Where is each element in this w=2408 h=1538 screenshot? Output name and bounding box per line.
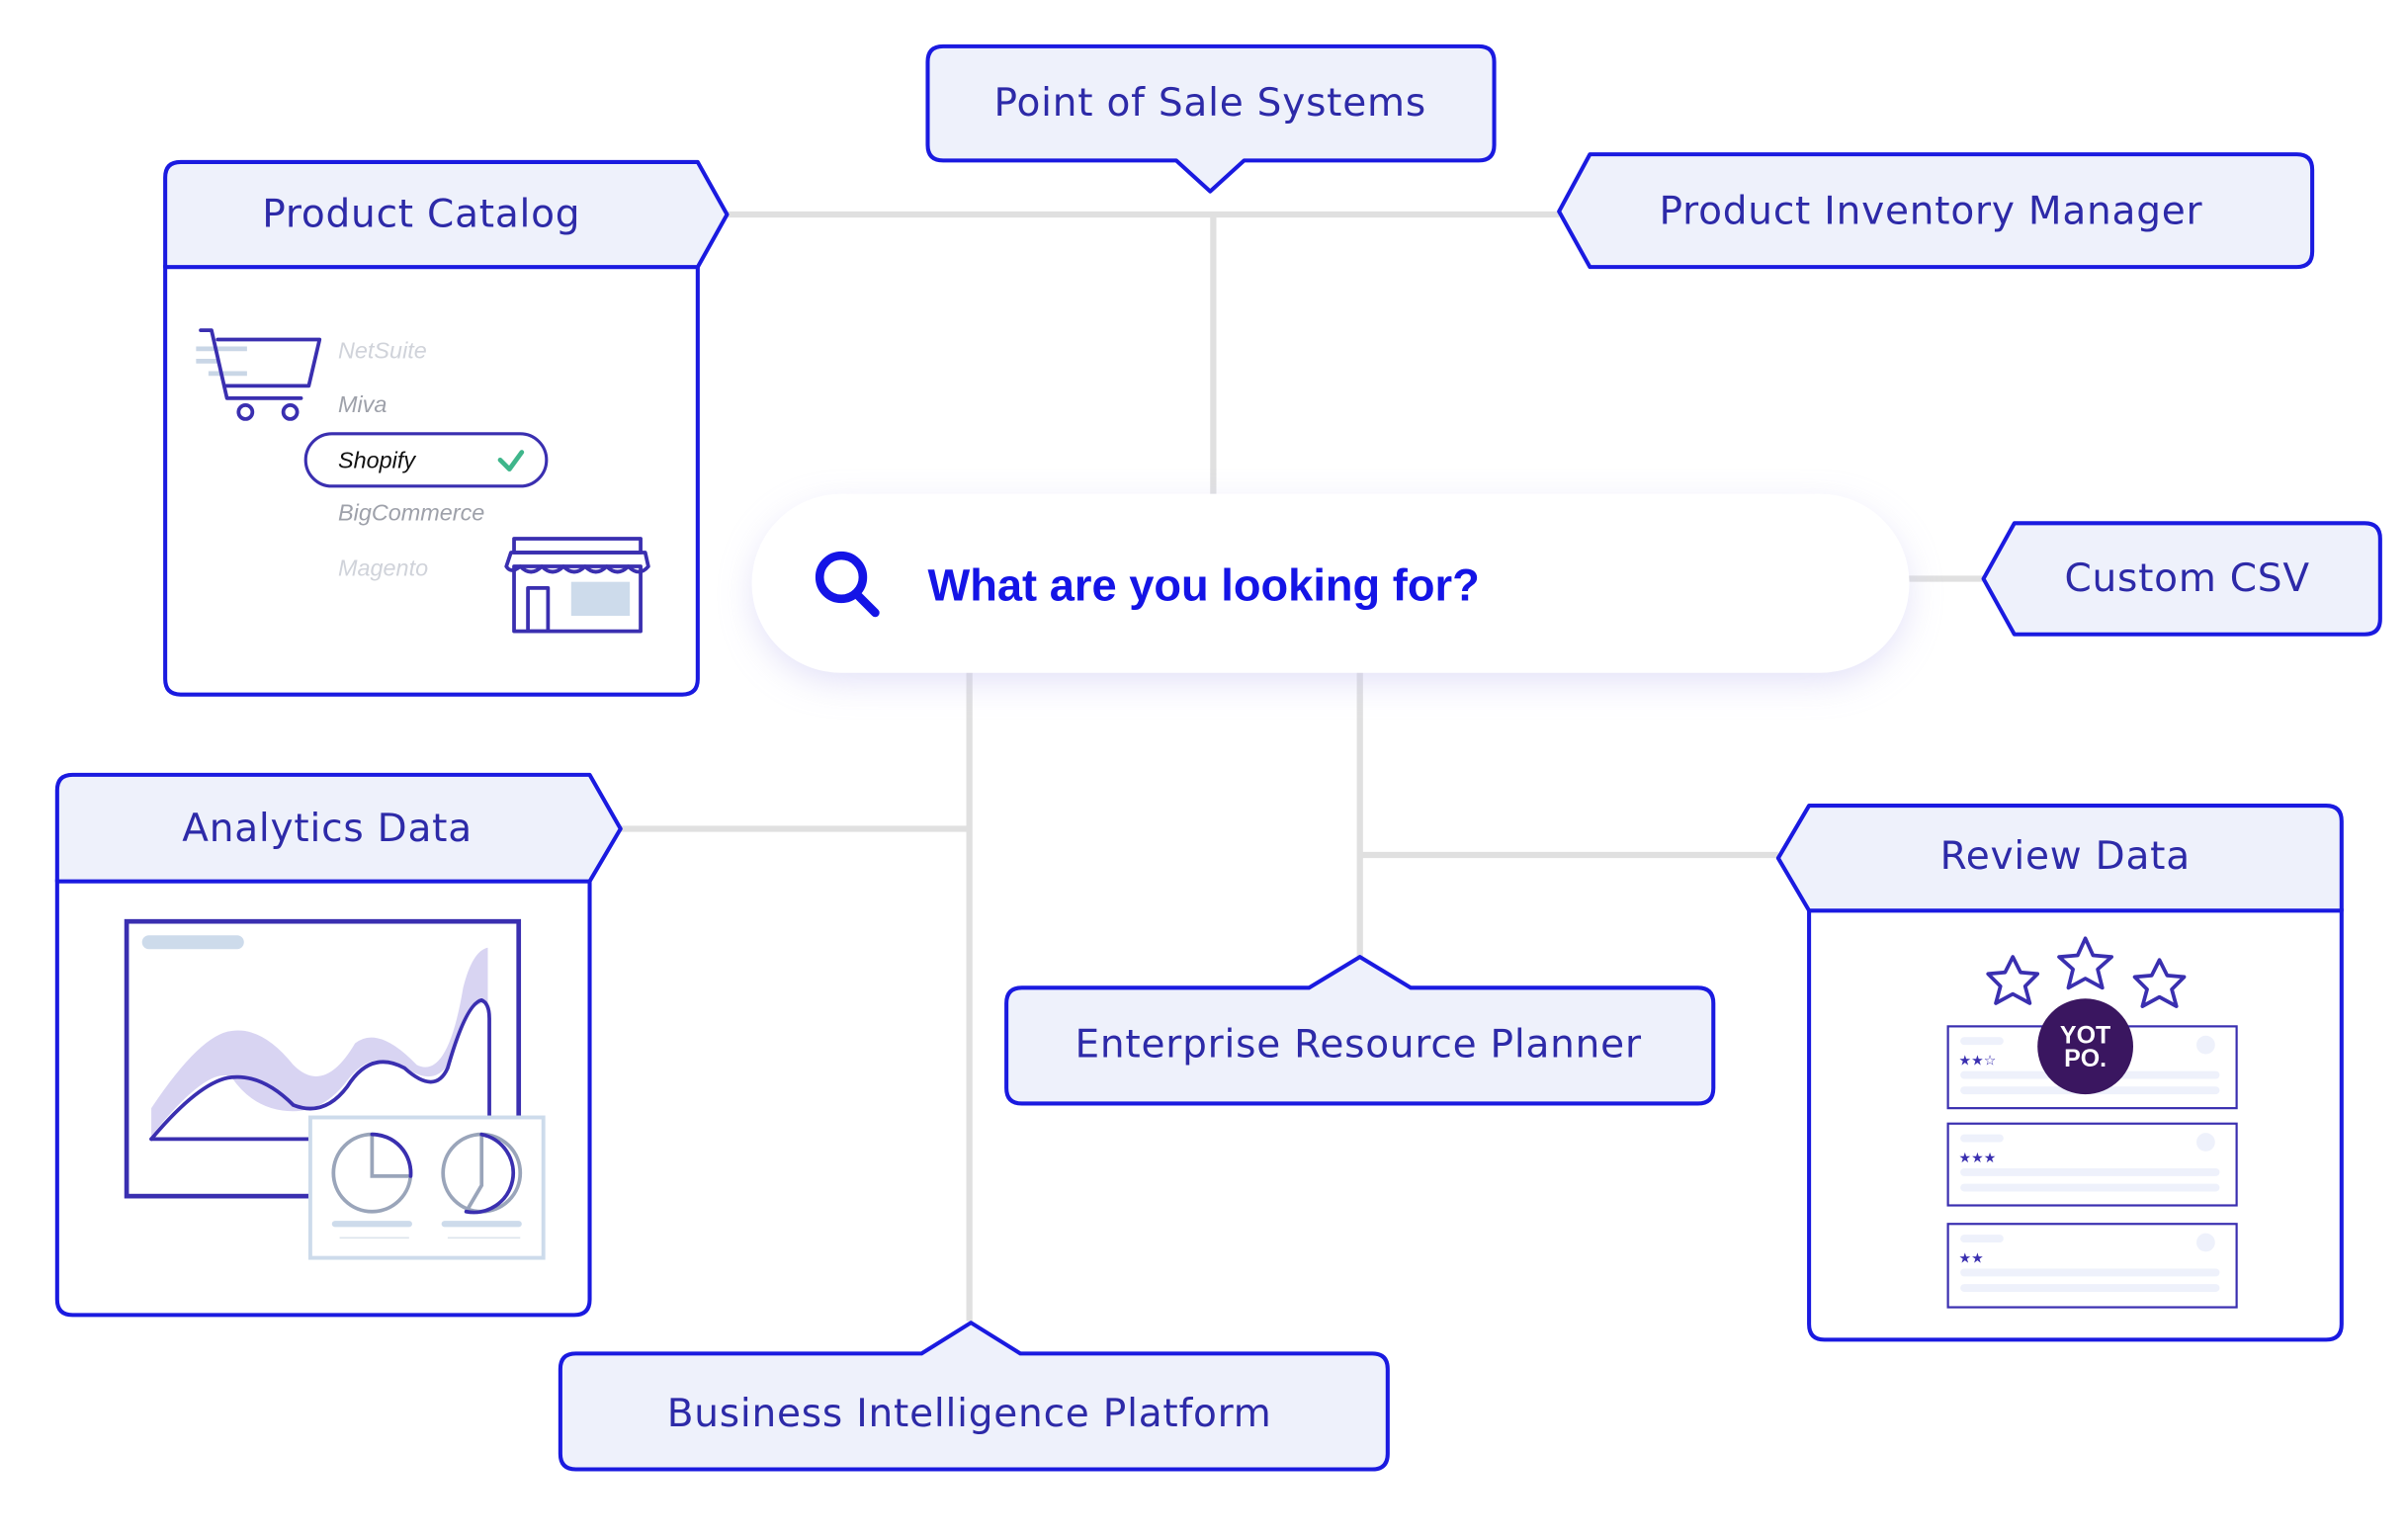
node-inventory-manager[interactable]: Product Inventory Manager <box>1557 152 2315 270</box>
pie-chart-icon <box>331 1132 413 1214</box>
node-label: Review Data <box>1940 834 2191 879</box>
node-box <box>1981 521 2382 637</box>
node-review[interactable]: Review Data ★★☆ ★★★ <box>1775 804 2344 1342</box>
review-card: ★★ <box>1946 1223 2238 1309</box>
node-box <box>558 1321 1390 1472</box>
yotpo-logo-line2: PO. <box>2064 1045 2107 1072</box>
platform-magento: Magento <box>338 555 428 581</box>
search-icon <box>815 551 880 618</box>
review-card: ★★★ <box>1946 1122 2238 1207</box>
node-custom-csv[interactable]: Custom CSV <box>1981 521 2382 637</box>
node-label: Product Catalog <box>262 193 580 237</box>
platform-netsuite: NetSuite <box>338 337 427 363</box>
node-header <box>54 772 623 884</box>
node-label: Point of Sale Systems <box>994 81 1426 126</box>
node-label: Product Inventory Manager <box>1660 189 2203 233</box>
storefront-icon <box>504 537 650 634</box>
review-illustration: ★★☆ ★★★ ★★ YOT PO. <box>1946 936 2238 1309</box>
platform-bigcommerce: BigCommerce <box>338 499 484 525</box>
connectors <box>620 211 1984 1322</box>
shopping-cart-icon <box>196 328 322 421</box>
node-label: Enterprise Resource Planner <box>1075 1023 1642 1068</box>
rating-stars: ★★ <box>1959 1250 1984 1266</box>
star-icon <box>2132 958 2187 1008</box>
rating-stars: ★★★ <box>1959 1151 1997 1166</box>
node-bi-platform[interactable]: Business Intelligence Platform <box>558 1321 1390 1472</box>
node-header <box>1775 804 2344 913</box>
node-box <box>925 43 1497 194</box>
platform-shopify-selected[interactable]: Shopify <box>303 432 549 488</box>
search-placeholder: What are you looking for? <box>927 559 1479 610</box>
node-box <box>1557 152 2315 270</box>
node-erp[interactable]: Enterprise Resource Planner <box>1004 955 1716 1106</box>
star-icon <box>1986 955 2040 1005</box>
node-label: Business Intelligence Platform <box>667 1392 1272 1436</box>
line-chart-illustration <box>124 918 546 1260</box>
yotpo-logo-line1: YOT <box>2060 1022 2110 1050</box>
platform-miva: Miva <box>338 391 387 417</box>
checkmark-icon <box>497 450 525 472</box>
node-header <box>163 159 730 270</box>
search-bar[interactable]: What are you looking for? <box>751 493 1910 680</box>
node-analytics[interactable]: Analytics Data <box>54 772 623 1318</box>
search-input[interactable] <box>751 493 1910 673</box>
pie-chart-icon <box>441 1132 523 1215</box>
platform-shopify: Shopify <box>338 447 416 472</box>
node-label: Analytics Data <box>182 807 473 851</box>
yotpo-logo: YOT PO. <box>2037 998 2134 1095</box>
node-box <box>1004 955 1716 1106</box>
node-product-catalog[interactable]: Product Catalog NetSuite Miva Shopify Bi… <box>163 159 730 697</box>
star-icon <box>2057 936 2114 990</box>
rating-stars: ★★☆ <box>1959 1053 1997 1068</box>
node-point-of-sale[interactable]: Point of Sale Systems <box>925 43 1497 194</box>
node-label: Custom CSV <box>2064 556 2309 601</box>
